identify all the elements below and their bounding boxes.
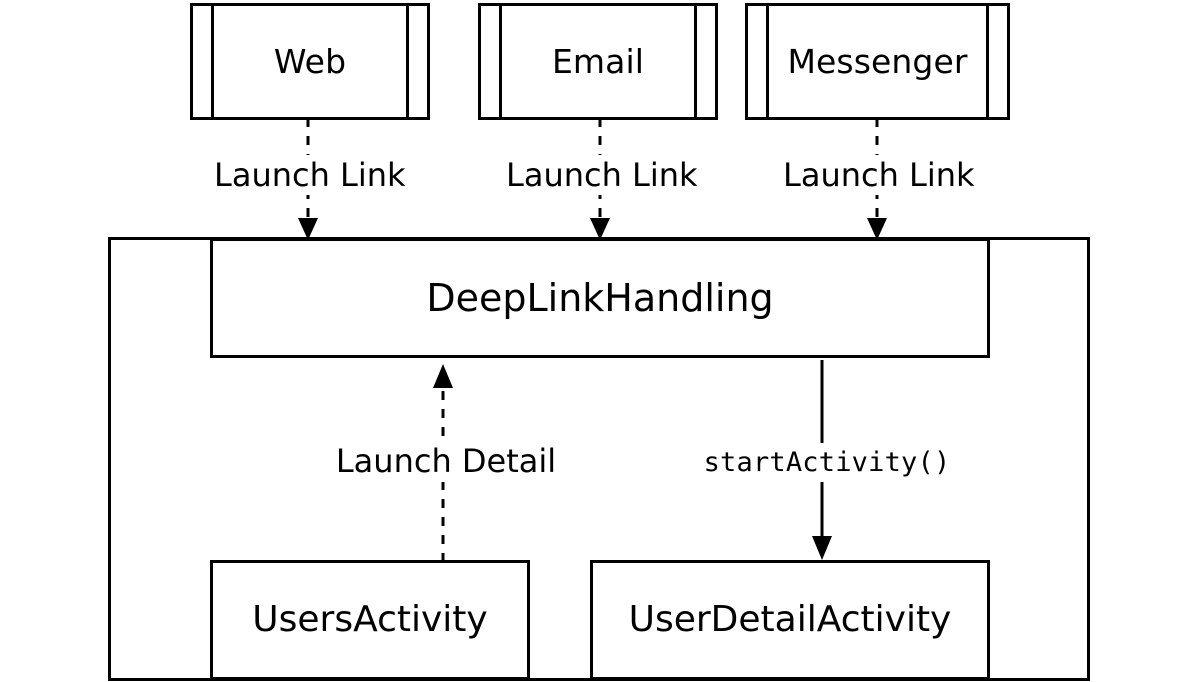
edge-label-launch-link-web: Launch Link [208, 155, 408, 195]
node-box-usersactivity[interactable]: UsersActivity [210, 560, 530, 680]
component-bar-right [986, 6, 989, 117]
node-label-usersactivity: UsersActivity [252, 599, 488, 640]
component-bar-right [406, 6, 409, 117]
component-label-email: Email [551, 42, 645, 81]
node-label-userdetailactivity: UserDetailActivity [628, 599, 952, 640]
component-bar-right [694, 6, 697, 117]
component-label-web: Web [273, 42, 347, 81]
connector-email-to-handler [585, 118, 615, 242]
component-bar-left [499, 6, 502, 117]
component-box-web[interactable]: Web [190, 3, 430, 120]
component-bar-left [766, 6, 769, 117]
edge-label-launch-detail: Launch Detail [318, 440, 574, 482]
component-bar-left [211, 6, 214, 117]
edge-label-start-activity: startActivity() [672, 443, 982, 482]
edge-label-launch-link-email: Launch Link [500, 155, 700, 195]
component-label-messenger: Messenger [787, 42, 968, 81]
node-box-userdetailactivity[interactable]: UserDetailActivity [590, 560, 990, 680]
connector-web-to-handler [293, 118, 323, 242]
component-box-messenger[interactable]: Messenger [745, 3, 1010, 120]
edge-label-launch-link-messenger: Launch Link [777, 155, 977, 195]
node-label-deeplinkhandling: DeepLinkHandling [426, 276, 774, 320]
component-box-email[interactable]: Email [478, 3, 718, 120]
connector-messenger-to-handler [862, 118, 892, 242]
node-box-deeplinkhandling[interactable]: DeepLinkHandling [210, 238, 990, 358]
